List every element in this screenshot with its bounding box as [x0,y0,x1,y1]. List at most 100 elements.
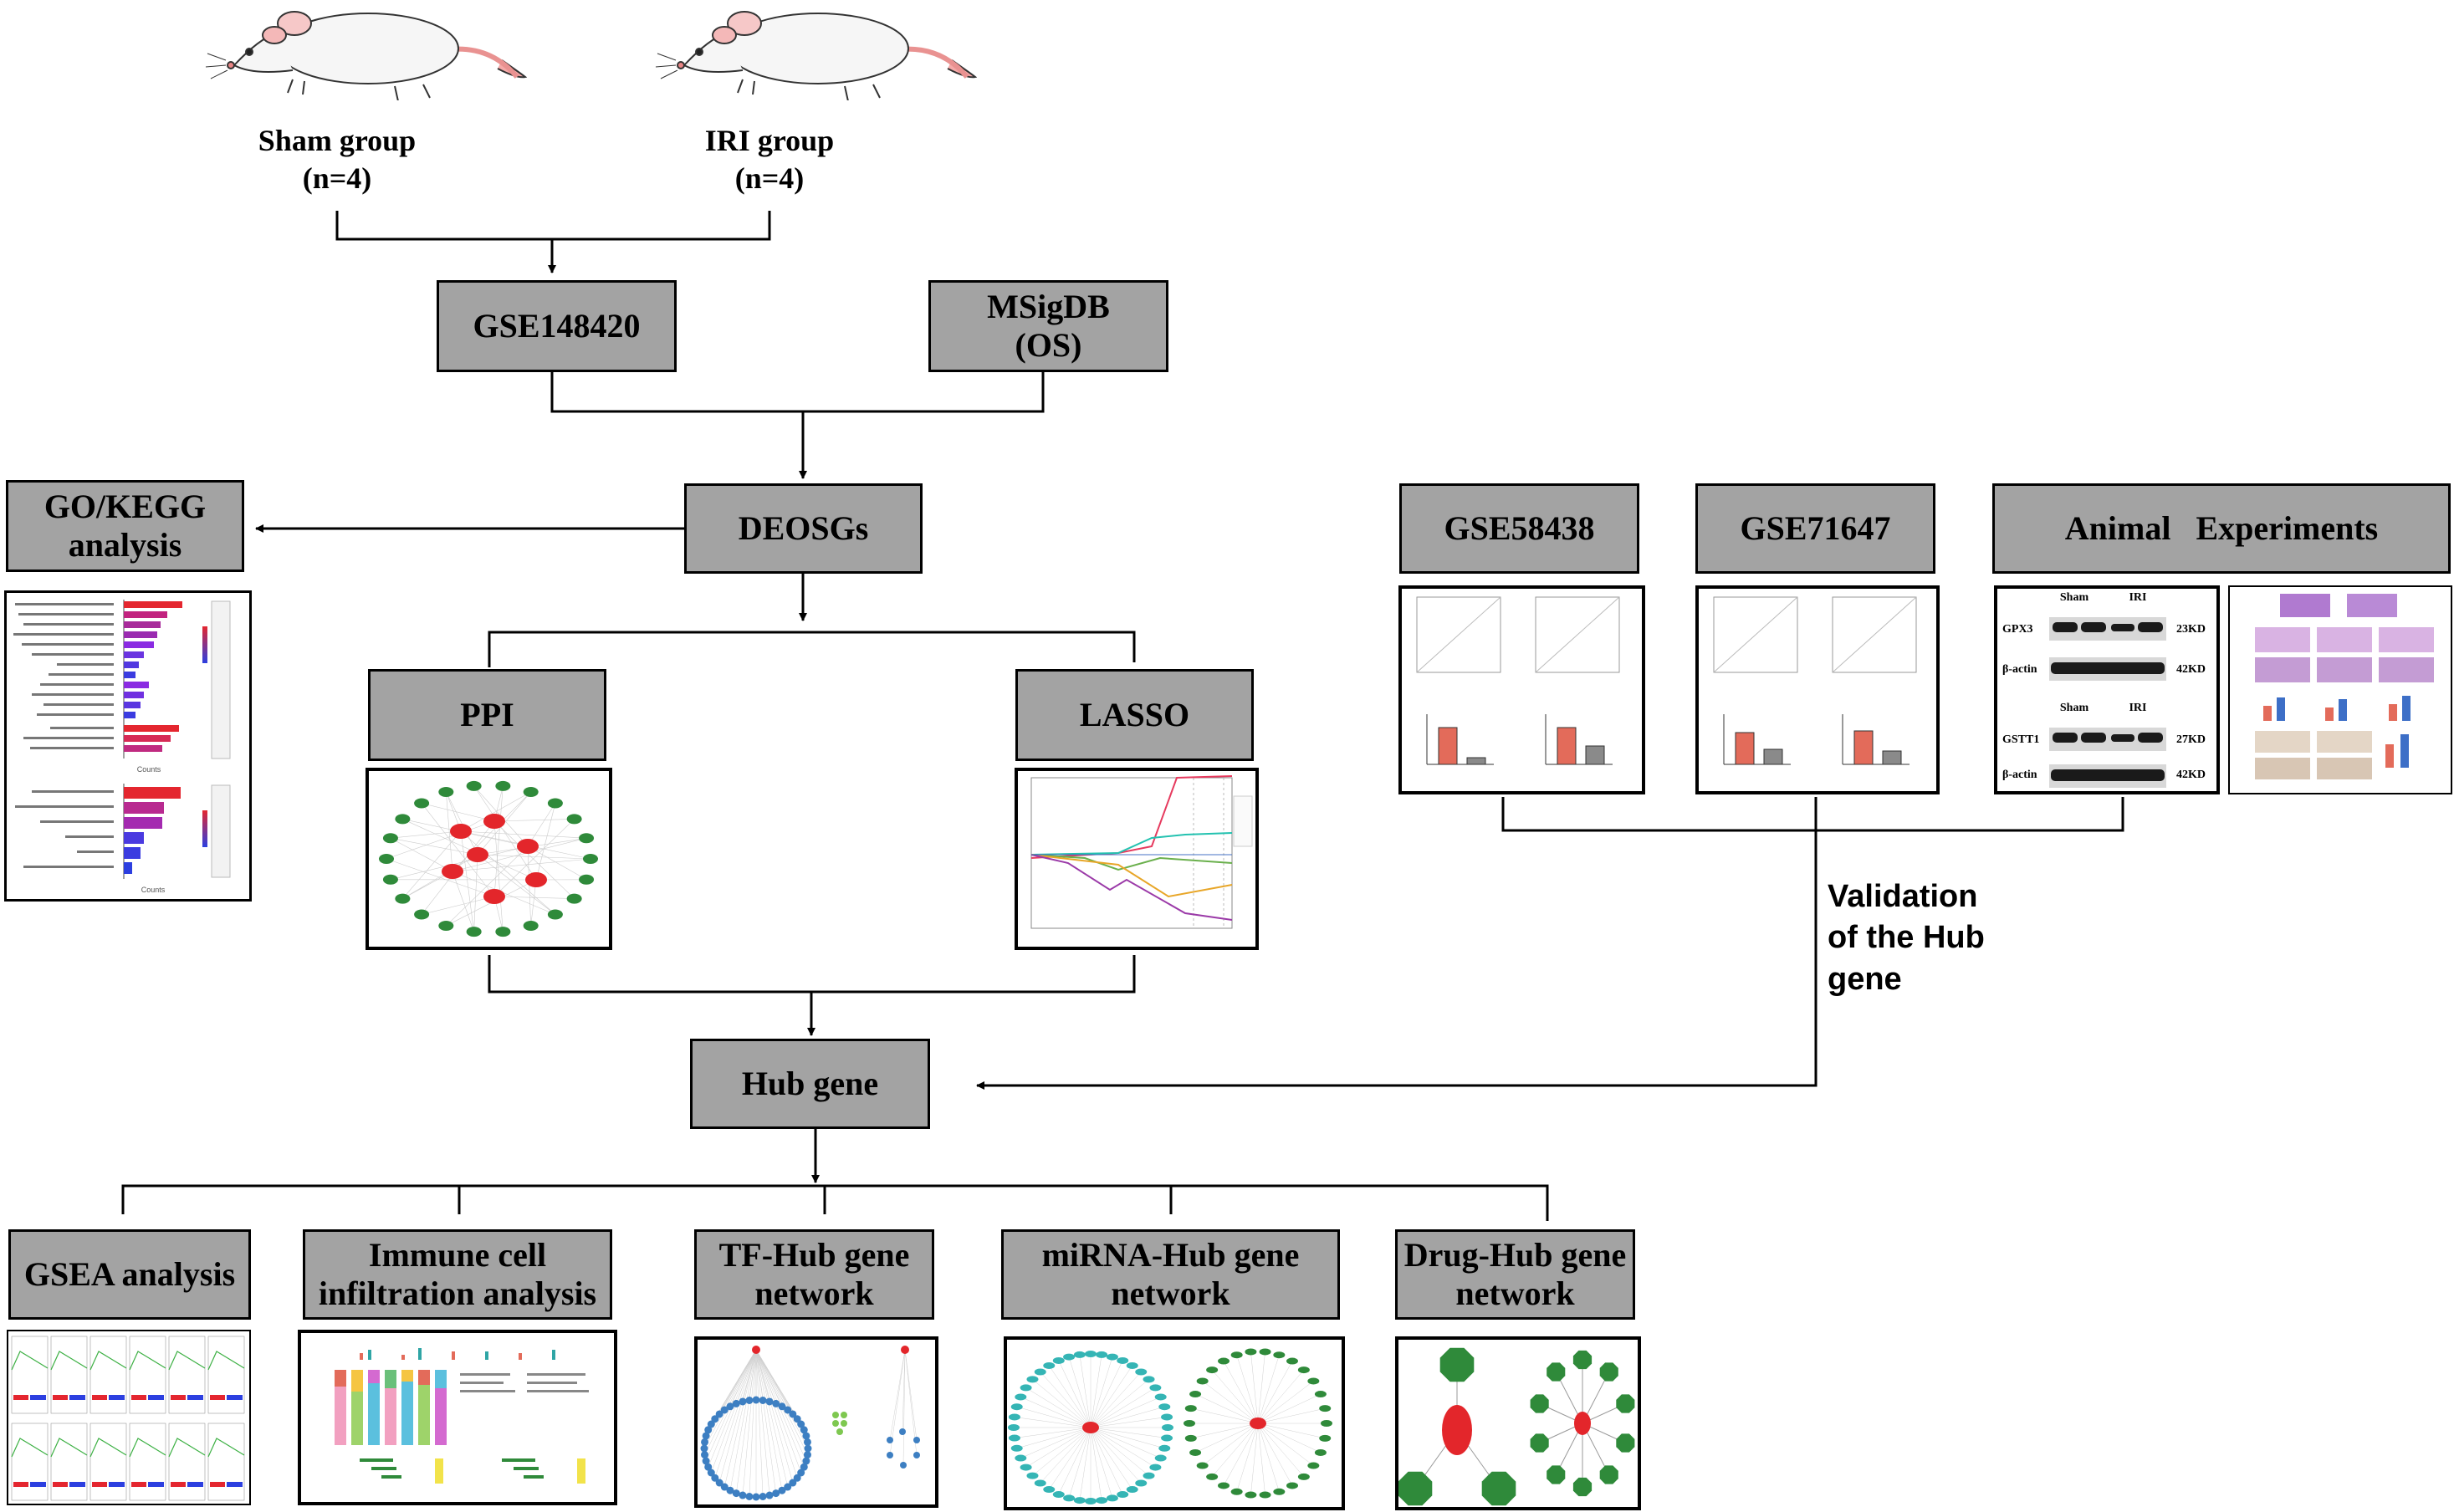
tf-edge [902,1349,906,1466]
wb-bactin-label-2: β-actin [2002,769,2037,781]
mirna-node [1218,1482,1230,1489]
gsea-rank-bar-blue [109,1482,125,1487]
mirna-node [1286,1357,1298,1365]
ppi-node-green [466,780,482,791]
mirna-edge [1068,1427,1092,1499]
mirna-node [1026,1472,1039,1479]
ppi-node-green [395,814,411,825]
tf-target-node [797,1420,805,1428]
mirna-node [1020,1384,1032,1392]
immune-infiltration-charts [335,1348,589,1484]
gse58438-box: GSE58438 [1399,483,1639,574]
ppi-node-green [566,814,582,825]
mirna-edge [1058,1360,1092,1428]
mirna-edge [1014,1417,1092,1428]
mirna-node [1245,1491,1257,1499]
mirna-edge [1014,1427,1092,1438]
ppi-edge [527,845,587,881]
mirna-edge [1190,1407,1259,1424]
gse148420-label: GSE148420 [473,307,641,345]
mirna-node [1034,1368,1046,1376]
mirna-edge [1202,1381,1259,1424]
mirna-node [1008,1413,1020,1421]
mirna-edge [1090,1427,1165,1449]
mirna-edge [1257,1423,1293,1486]
mirna-edge [1079,1427,1092,1501]
mirna-node [1161,1413,1173,1421]
gsea-plot-frame [129,1336,166,1414]
gse58438-label: GSE58438 [1444,509,1595,547]
tf-edge [755,1349,764,1497]
tf-hub-node [752,1346,760,1354]
ppi-node-red [483,889,505,904]
mirna-edge [1090,1356,1113,1428]
gsea-enrichment-plots [11,1336,245,1501]
mirna-node [1135,1479,1148,1487]
mirna-edge [1040,1372,1092,1428]
mirna-node [1158,1444,1171,1452]
mirna-node [1020,1463,1032,1471]
mirna-edge [1257,1423,1280,1492]
tf-network-panel [694,1336,938,1508]
mirna-edge [1020,1427,1092,1458]
mirna-edge [1032,1379,1092,1428]
mirna-node [1149,1384,1162,1392]
mirna-node [1149,1463,1162,1471]
tf-target-node [715,1410,723,1418]
mirna-node [1297,1366,1310,1374]
immune-cell-box: Immune cell infiltration analysis [303,1229,612,1320]
ppi-edge [477,854,591,860]
tf-target-node [803,1438,811,1446]
mirna-node [1026,1376,1039,1383]
tf-edge [729,1349,757,1491]
mirna-edge [1257,1355,1280,1424]
ppi-edge [402,830,462,899]
mirna-node [1314,1391,1327,1398]
sham-group-n: (n=4) [302,161,372,195]
mirna-node [1286,1482,1298,1489]
gsea-rank-bar-blue [148,1482,164,1487]
tf-target-node [700,1444,708,1453]
tf-edge [724,1349,757,1488]
kegg-counts-label: Counts [141,886,166,894]
ppi-edge [390,837,478,856]
mirna-node [1096,1497,1108,1504]
mirna-node [1307,1377,1320,1385]
ppi-edge [402,854,478,899]
ppi-edge [452,837,587,872]
mirna-node [1043,1486,1056,1494]
mirna-node [1063,1494,1076,1502]
gsea-rank-bar-blue [30,1395,46,1400]
mirna-edge [1211,1369,1259,1424]
ppi-node-green [395,893,411,904]
drug-node [1616,1394,1635,1413]
tf-edge [714,1349,757,1479]
wb-gpx3-label: GPX3 [2002,623,2033,636]
tf-cluster-node [841,1412,847,1418]
mirna-node [1245,1348,1257,1356]
drug-node [1616,1433,1635,1453]
gse58438-roc-panel [1398,585,1645,794]
drug-network-panel [1395,1336,1641,1510]
ppi-edge [530,879,537,927]
mirna-node [1206,1366,1219,1374]
mirna-node [1008,1434,1020,1442]
tf-edge [755,1349,776,1404]
tf-edge [755,1349,798,1479]
tf-hub-box: TF-Hub gene network [694,1229,934,1320]
tf-hub-network-graph [700,1346,920,1501]
western-blot-image: Sham IRI GPX3 β-actin Sham IRI GSTT1 β-a… [2002,591,2206,788]
mirna-node [1085,1498,1097,1504]
validation-line-1: Validation [1828,879,1978,914]
tf-target-node [784,1406,792,1414]
mirna-edge [1025,1387,1092,1428]
tf-cluster-node [832,1420,839,1427]
ppi-node-green [547,909,563,920]
gsea-curve [11,1351,49,1371]
mirna-hub-node [1250,1418,1266,1429]
rat-illustration-iri [655,11,977,100]
drug-node [1530,1394,1549,1413]
ppi-node-green [382,874,398,885]
mirna-edge [1090,1427,1113,1499]
